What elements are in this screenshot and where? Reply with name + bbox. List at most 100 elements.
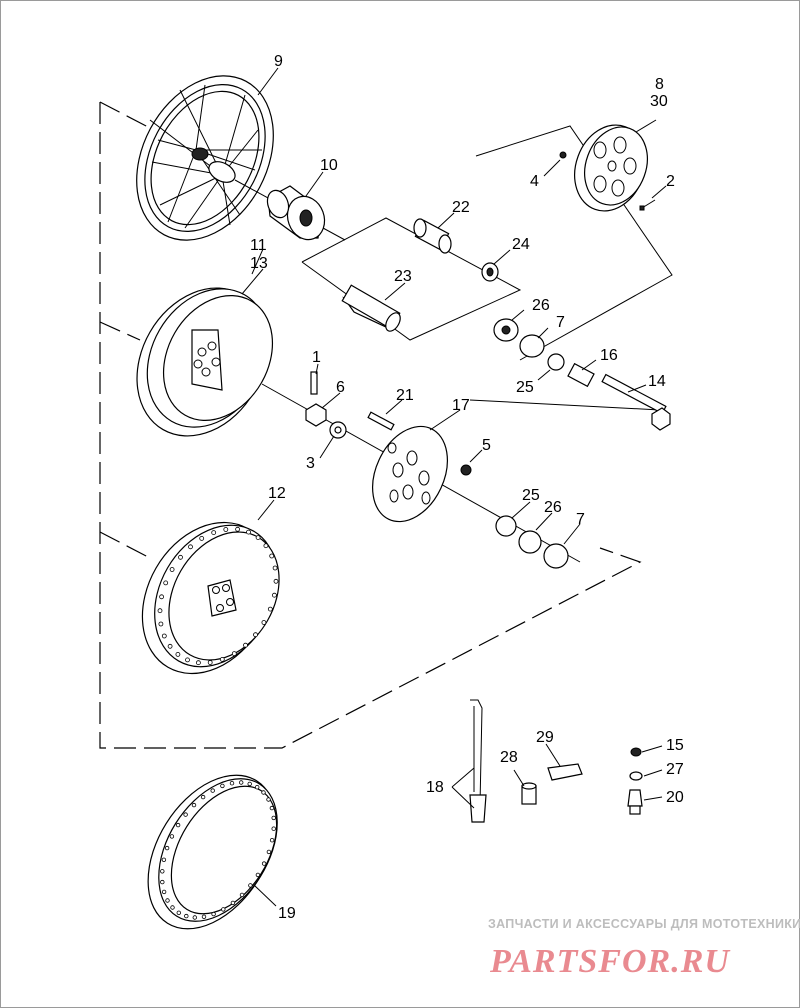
label-part-15: 15 [666, 737, 684, 754]
rim-hole [211, 530, 217, 535]
rim-hole [167, 643, 173, 649]
axle-spacers [469, 318, 671, 569]
rim-hole [164, 845, 170, 851]
rim-hole [229, 781, 235, 786]
rim-hole [170, 905, 175, 910]
rim-hole [207, 660, 213, 665]
label-part-3: 3 [306, 455, 315, 472]
label-part-7-upper: 7 [556, 314, 565, 331]
watermark: ЗАПЧАСТИ И АКСЕССУАРЫ ДЛЯ МОТОТЕХНИКИ PA… [488, 917, 800, 980]
rim-hole [267, 606, 273, 612]
rim-hole [221, 907, 226, 912]
label-part-5: 5 [482, 437, 491, 454]
rim-hole [163, 580, 169, 586]
label-part-27: 27 [666, 761, 684, 778]
rim-hole [160, 879, 165, 885]
rim-hole [219, 657, 225, 662]
label-part-2: 2 [666, 173, 675, 190]
label-part-26-lower: 26 [544, 499, 562, 516]
label-part-14: 14 [648, 373, 666, 390]
rim-hole [247, 781, 252, 787]
rim-hole [269, 805, 275, 811]
spoked-wheel [136, 75, 274, 241]
label-part-24: 24 [512, 236, 530, 253]
label-part-30: 30 [650, 93, 668, 110]
rim-hole [169, 567, 175, 572]
rim-hole [272, 565, 278, 571]
label-part-25-upper: 25 [516, 379, 534, 396]
rim-hole [157, 608, 163, 614]
label-part-28: 28 [500, 749, 518, 766]
label-part-20: 20 [666, 789, 684, 806]
rim-hole [160, 869, 165, 874]
rim-hole [192, 915, 197, 920]
label-part-29: 29 [536, 729, 554, 746]
label-part-19: 19 [278, 905, 296, 922]
cast-wheel [136, 287, 274, 437]
rim-hole [191, 802, 197, 808]
rim-hole [169, 834, 175, 839]
rim-hole [161, 889, 167, 895]
label-part-22: 22 [452, 199, 470, 216]
rim-hole [161, 633, 167, 639]
disc-wheel [141, 521, 280, 675]
label-part-13: 13 [250, 255, 268, 272]
brake-disc-assembly [261, 371, 581, 563]
rim-hole [195, 660, 201, 666]
rim-hole [269, 838, 275, 843]
rim-hole [253, 632, 258, 638]
label-part-23: 23 [394, 268, 412, 285]
label-part-10: 10 [320, 157, 338, 174]
rim-hole [239, 892, 245, 898]
part-labels: 9 10 11 13 22 24 23 26 7 16 25 14 8 30 4… [250, 53, 684, 922]
rim-hole [261, 620, 267, 625]
rim-hole [184, 913, 189, 919]
rim-hole [266, 849, 272, 855]
rim-hole [266, 797, 271, 802]
rim-hole [231, 651, 237, 656]
rim-hole [199, 536, 205, 541]
label-part-21: 21 [396, 387, 414, 404]
rim-hole [230, 900, 236, 906]
rim-hole [220, 783, 225, 789]
rim-hole [175, 822, 181, 828]
label-part-16: 16 [600, 347, 618, 364]
label-part-9: 9 [274, 53, 283, 70]
rim-hole [176, 910, 181, 915]
rim-hole [261, 861, 267, 866]
rim-hole [159, 594, 165, 600]
rim-hole [223, 527, 229, 532]
rim-hole [248, 883, 253, 888]
rim-hole [255, 872, 261, 878]
label-part-7-lower: 7 [576, 511, 585, 528]
rim-hole [261, 790, 266, 795]
label-part-12: 12 [268, 485, 286, 502]
label-part-11: 11 [250, 237, 267, 254]
label-part-25-lower: 25 [522, 487, 540, 504]
label-part-18: 18 [426, 779, 444, 796]
label-part-8: 8 [655, 76, 664, 93]
spacer-group-box [301, 217, 522, 341]
hub [234, 179, 346, 241]
rim-hole [255, 535, 261, 540]
rim-hole [243, 642, 248, 648]
rim-hole [271, 815, 276, 821]
watermark-brand: PARTSFOR.RU [489, 943, 731, 980]
rim-hole [235, 526, 241, 532]
label-part-26-upper: 26 [532, 297, 550, 314]
assembly-boundary [99, 101, 642, 749]
label-part-1: 1 [312, 349, 321, 366]
watermark-caption: ЗАПЧАСТИ И АКСЕССУАРЫ ДЛЯ МОТОТЕХНИКИ [488, 917, 800, 931]
label-part-4: 4 [530, 173, 539, 190]
rim-hole [161, 857, 167, 862]
rim-hole [210, 788, 215, 793]
rim-hole [255, 785, 260, 790]
rim-hole [188, 544, 193, 550]
label-part-6: 6 [336, 379, 345, 396]
rim-hole [271, 826, 276, 831]
rim-hole [175, 652, 181, 657]
rim-hole [200, 794, 206, 800]
rim-hole [183, 812, 188, 817]
leader-lines [241, 67, 667, 907]
rim-hole [165, 898, 170, 903]
